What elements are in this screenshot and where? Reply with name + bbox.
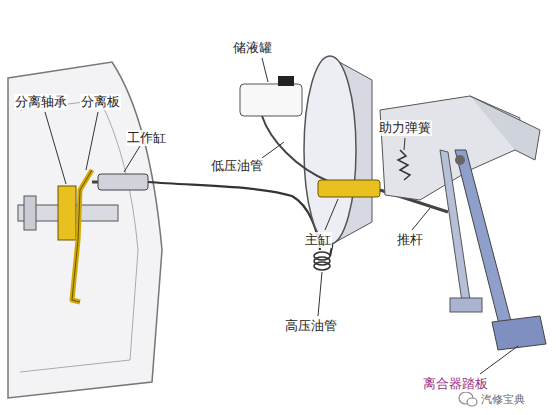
housing [8, 62, 162, 398]
housing-inner [20, 100, 138, 372]
working-cylinder [98, 174, 148, 190]
low-pressure-tube [262, 116, 330, 182]
part-label: 离合器踏板 [422, 376, 489, 392]
part-label: 低压油管 [210, 158, 264, 174]
master-cylinder [318, 180, 380, 197]
part-label: 主缸 [304, 232, 332, 248]
high-pressure-hose [148, 182, 320, 250]
leader-lines [45, 58, 518, 374]
watermark-icon [459, 392, 477, 406]
release-fork-edge [72, 170, 92, 302]
release-bearing [58, 186, 76, 240]
clutch-pedal-arm [455, 150, 512, 328]
part-label: 储液罐 [232, 40, 273, 56]
booster-disc [304, 56, 356, 244]
part-label: 推杆 [396, 232, 424, 248]
reservoir-cap [278, 76, 294, 86]
watermark: 汽修宝典 [480, 392, 526, 408]
cylinder-rod [92, 181, 98, 184]
assist-spring [398, 150, 410, 180]
part-label: 分离板 [80, 94, 121, 110]
bracket-side [470, 96, 540, 160]
reservoir [240, 84, 302, 116]
clutch-pedal-pad [492, 316, 546, 350]
hose-coil [314, 252, 330, 270]
pedal-pad-rear [450, 298, 482, 312]
part-label: 工作缸 [126, 130, 167, 146]
release-fork [72, 170, 92, 302]
pedal-pivot [455, 155, 465, 165]
shaft-collar [24, 196, 36, 230]
part-label: 分离轴承 [14, 94, 68, 110]
part-label: 助力弹簧 [378, 120, 432, 136]
part-label: 高压油管 [284, 318, 338, 334]
